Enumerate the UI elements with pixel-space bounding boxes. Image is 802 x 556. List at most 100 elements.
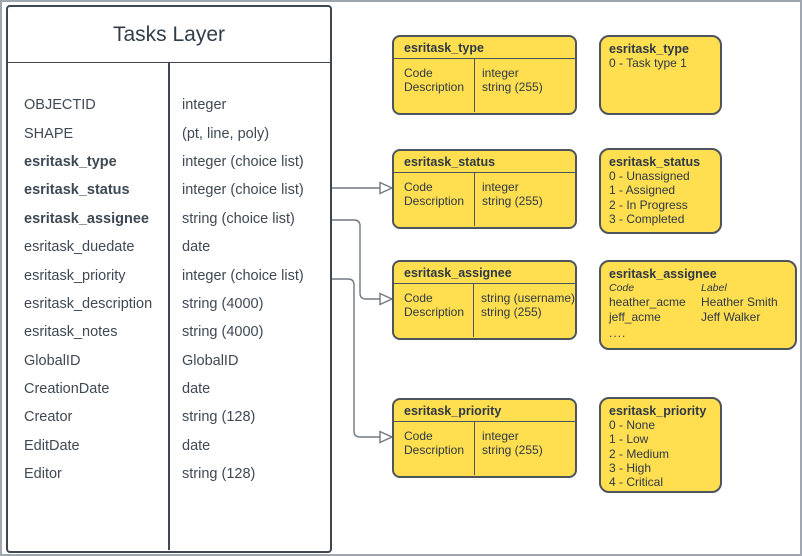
domain-table-title: esritask_assignee [394,262,575,284]
domain-table-status: esritask_status Code Description integer… [392,149,577,229]
value-item: 2 - Medium [609,446,670,461]
field-row: Editor string (128) [8,460,330,488]
field-name: Creator [24,409,73,426]
field-type: string (4000) [182,324,264,341]
connector-priority [332,278,380,438]
field-type: date [182,239,211,256]
domain-field-type: integer [482,429,519,443]
assignee-code-header: Code [609,282,635,295]
value-item: 3 - High [609,460,652,475]
value-item: 1 - Assigned [609,183,676,198]
field-name: esritask_assignee [24,210,149,227]
field-row: GlobalID GlobalID [8,347,330,375]
domain-field-label: Code [404,291,433,305]
field-name: EditDate [24,437,80,454]
domain-field-label: Description [404,442,465,457]
assignee-code: heather_acme [609,295,686,310]
field-name: esritask_priority [24,267,126,284]
value-list-title: esritask_assignee [609,267,717,281]
open-arrowhead-icon [379,430,394,444]
field-type: string (128) [182,466,256,483]
field-name: CreationDate [24,381,110,398]
domain-table-title: esritask_priority [394,400,575,422]
value-list-title: esritask_status [609,155,701,169]
field-row: SHAPE (pt, line, poly) [8,119,330,147]
value-item: 0 - Task type 1 [609,56,687,71]
field-name: SHAPE [24,125,74,142]
field-name: GlobalID [24,352,81,369]
field-type: integer (choice list) [182,153,304,170]
tasks-layer-title: Tasks Layer [8,7,330,63]
value-item: 2 - In Progress [609,197,688,212]
value-item: 3 - Completed [609,211,685,226]
field-type: integer [182,97,227,114]
tasks-layer-table: Tasks Layer OBJECTID integer SHAPE (pt, li… [6,5,332,553]
open-arrowhead-icon [379,181,394,195]
domain-field-label: Code [404,180,433,194]
tasks-layer-fields: OBJECTID integer SHAPE (pt, line, poly) es… [8,63,330,550]
domain-field-type: string (255) [480,304,542,319]
field-row: CreationDate date [8,375,330,403]
field-type: string (choice list) [182,210,295,227]
open-arrowhead-icon [379,292,394,306]
domain-table-assignee: esritask_assignee Code Description strin… [392,260,577,340]
domain-field-label: Description [404,79,465,94]
field-type: integer (choice list) [182,267,304,284]
field-row: esritask_duedate date [8,233,330,261]
domain-table-priority: esritask_priority Code Description integ… [392,398,577,478]
field-name: esritask_description [24,295,153,312]
assignee-code: jeff_acme [609,310,661,325]
field-type: GlobalID [182,352,239,369]
field-name: esritask_notes [24,324,118,341]
field-type: string (128) [182,409,256,426]
assignee-more: .... [609,326,627,341]
value-list-status: esritask_status 0 - Unassigned 1 - Assig… [599,148,722,234]
field-name: OBJECTID [24,97,96,114]
field-row: esritask_description string (4000) [8,290,330,318]
domain-field-type: string (255) [482,79,543,94]
domain-field-label: Code [404,66,433,80]
domain-table-title: esritask_status [394,151,575,173]
value-item: 0 - None [609,418,656,433]
value-list-title: esritask_type [609,42,689,56]
domain-table-title: esritask_type [394,37,575,59]
field-type: date [182,381,211,398]
field-row: esritask_priority integer (choice list) [8,261,330,289]
field-type: integer (choice list) [182,182,304,199]
field-name: esritask_status [24,182,130,199]
field-type: (pt, line, poly) [182,125,270,142]
assignee-label: Heather Smith [701,295,778,310]
value-list-assignee: esritask_assignee Code Label heather_acm… [599,260,797,350]
domain-field-type: string (255) [482,193,543,208]
assignee-label: Jeff Walker [701,310,761,325]
domain-field-type: integer [482,66,519,80]
value-item: 1 - Low [609,432,649,447]
value-list-type: esritask_type 0 - Task type 1 [599,35,722,115]
field-row: esritask_notes string (4000) [8,318,330,346]
field-name: Editor [24,466,62,483]
field-type: string (4000) [182,295,264,312]
field-row: EditDate date [8,432,330,460]
value-item: 4 - Critical [609,475,664,490]
domain-field-label: Description [404,193,465,208]
field-name: esritask_duedate [24,239,135,256]
field-name: esritask_type [24,153,117,170]
column-divider [168,63,170,550]
field-type: date [182,437,211,454]
domain-field-type: string (username) [480,291,575,305]
domain-field-type: string (255) [482,442,543,457]
field-row: esritask_assignee string (choice list) [8,205,330,233]
value-list-title: esritask_priority [609,404,707,418]
field-row: esritask_status integer (choice list) [8,176,330,204]
connector-assignee [332,219,380,300]
domain-field-label: Description [404,304,465,319]
domain-field-label: Code [404,429,433,443]
field-row: Creator string (128) [8,403,330,431]
domain-field-type: integer [482,180,519,194]
domain-table-type: esritask_type Code Description integer s… [392,35,577,115]
assignee-label-header: Label [701,282,727,295]
value-item: 0 - Unassigned [609,169,690,184]
field-row: esritask_type integer (choice list) [8,148,330,176]
field-row: OBJECTID integer [8,91,330,119]
